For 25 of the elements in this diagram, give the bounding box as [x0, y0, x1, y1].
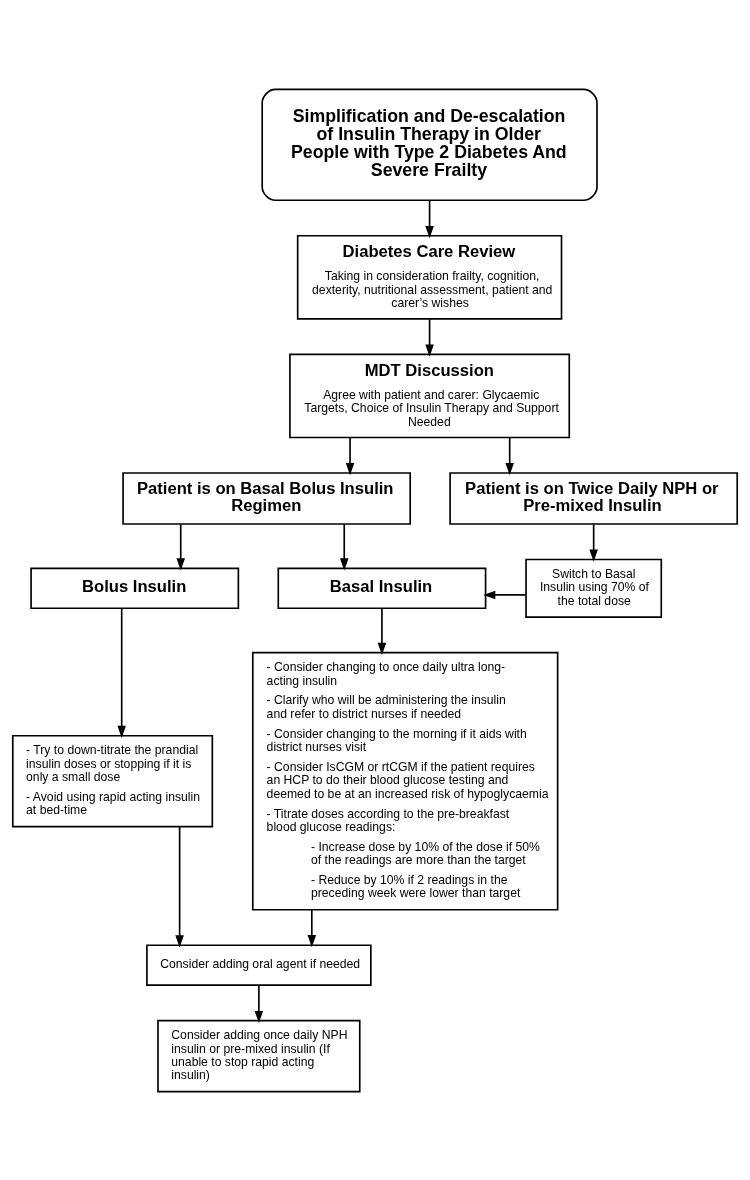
- arrow: [425, 317, 434, 357]
- arrow: [425, 199, 434, 238]
- node-box: Basal Insulin: [277, 567, 487, 609]
- node-box: Consider adding oral agent if needed: [146, 943, 372, 986]
- node-box: Diabetes Care Review Taking in consideration frailty, cognition, dexterity, nutritional assessment, patient and carer’s wishes: [296, 234, 563, 320]
- node-box: MDT Discussion Agree with patient and carer: Glycaemic Targets, Choice of Insulin Therapy and Support Needed: [289, 353, 571, 438]
- arrow: [176, 523, 185, 571]
- node-box: Patient is on Twice Daily NPH or Pre-mixed Insulin: [449, 471, 739, 525]
- node-box: Consider adding once daily NPH insulin or pre-mixed insulin (If unable to stop rapid acting insulin): [157, 1019, 361, 1092]
- arrow: [505, 436, 514, 475]
- arrow: [377, 607, 387, 655]
- node-box: Switch to Basal Insulin using 70% of the total dose: [525, 558, 663, 618]
- node-box: - Consider changing to once daily ultra long-acting insulin - Clarify who will be administering the insulin and refer to district nurses if needed - Consider changing to the morning if it aids with district nurses visit - Consider IsCGM or rtCGM if the patient requires an HCP to do their blood glucose testing and deemed to be at an increased risk of hypoglycaemia - Titrate doses according to the pre-breakfast blood glucose readings: - Increase dose by 10% of the dose if 50% of the readings are more than the target - Reduce by 10% if 2 readings in the preceding week were lower than target: [251, 651, 559, 911]
- node-box: Simplification and De-escalation of Insulin Therapy in Older People with Type 2 Diabetes And Severe Frailty: [261, 88, 598, 201]
- node-box: Patient is on Basal Bolus Insulin Regimen: [122, 471, 412, 525]
- arrow: [483, 590, 527, 599]
- node-box: Bolus Insulin: [30, 567, 240, 609]
- arrow: [254, 984, 264, 1023]
- arrow: [175, 825, 184, 947]
- arrow: [589, 523, 598, 562]
- arrow: [307, 908, 317, 947]
- arrow: [117, 607, 126, 738]
- node-box: - Try to down-titrate the prandial insulin doses or stopping if it is only a small dose - Avoid using rapid acting insulin at bed-time: [11, 734, 214, 827]
- arrow: [339, 523, 349, 571]
- arrow: [345, 436, 355, 475]
